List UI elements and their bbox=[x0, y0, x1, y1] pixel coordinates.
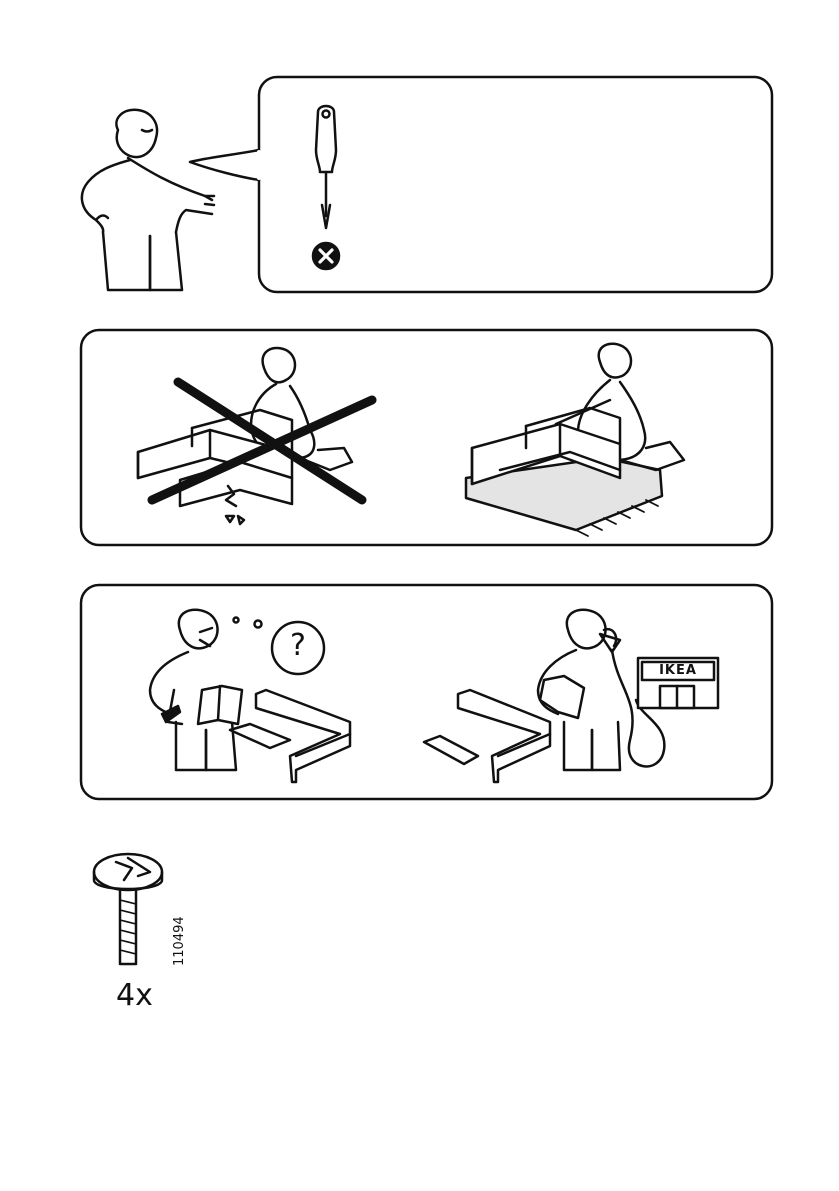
handling-panel bbox=[81, 330, 772, 545]
pointing-man-figure bbox=[82, 110, 214, 290]
part-quantity: 4x bbox=[116, 978, 153, 1013]
tools-panel bbox=[82, 77, 772, 292]
help-panel bbox=[81, 585, 772, 799]
part-number: 110494 bbox=[172, 916, 187, 966]
store-sign-text: IKEA bbox=[642, 662, 714, 680]
confused-man-illustration bbox=[150, 610, 350, 782]
wrong-assembly-illustration bbox=[138, 348, 372, 524]
x-circle-icon bbox=[313, 243, 339, 269]
correct-assembly-illustration bbox=[466, 344, 684, 536]
speech-bubble-tail bbox=[190, 150, 259, 180]
calling-store-illustration bbox=[424, 610, 718, 782]
question-mark-text: ? bbox=[286, 628, 310, 663]
screw-icon bbox=[94, 854, 162, 964]
